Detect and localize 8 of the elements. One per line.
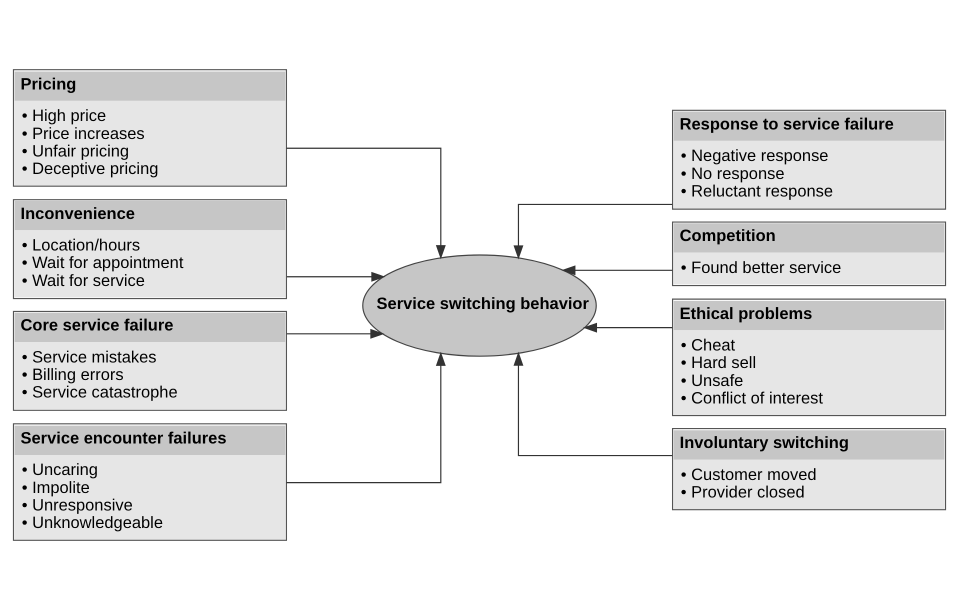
arrow — [286, 271, 386, 282]
arrow — [514, 203, 672, 259]
arrow — [582, 322, 672, 332]
arrow — [514, 351, 672, 456]
arrow — [286, 328, 384, 338]
arrow — [286, 147, 446, 259]
arrow — [286, 351, 446, 483]
arrow — [561, 264, 672, 275]
